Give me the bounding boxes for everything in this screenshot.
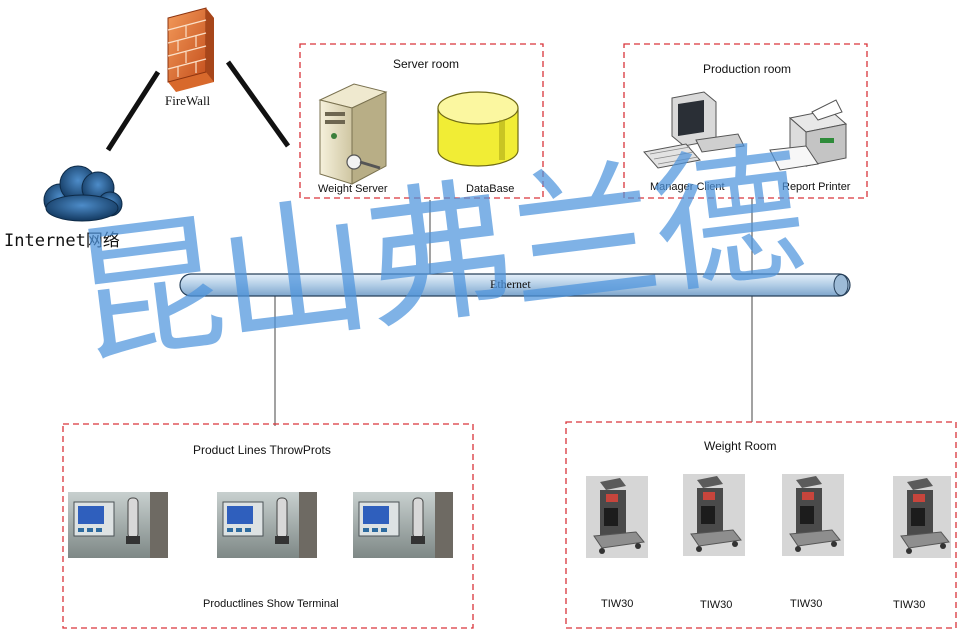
firewall-icon (167, 7, 214, 92)
server-room-box (299, 43, 544, 199)
internet-firewall-link (105, 70, 161, 152)
tiw30-label-1: TIW30 (601, 598, 634, 610)
terminal-photo-2 (217, 492, 317, 558)
terminal-photo-3 (353, 492, 453, 558)
production-room-box (623, 43, 868, 199)
tiw30-machine-2 (683, 474, 745, 556)
tiw30-label-2: TIW30 (700, 599, 733, 611)
database-label: DataBase (466, 183, 515, 195)
report-printer-label: Report Printer (782, 181, 851, 193)
product-lines-box (62, 423, 474, 629)
tiw30-machine-4 (893, 476, 951, 558)
firewall-server-link (225, 60, 291, 148)
product-lines-caption: Productlines Show Terminal (203, 598, 339, 610)
computer-icon (643, 91, 745, 169)
weight-room-box (565, 421, 957, 629)
printer-icon (769, 99, 848, 171)
tiw30-label-4: TIW30 (893, 599, 926, 611)
firewall-label: FireWall (165, 93, 211, 108)
cloud-icon (43, 165, 123, 222)
ethernet-bus (179, 273, 851, 297)
product-lines-title: Product Lines ThrowProts (193, 443, 331, 457)
weight-room-title: Weight Room (704, 439, 777, 453)
tiw30-machine-3 (782, 474, 844, 556)
manager-client-label: Manager Client (650, 181, 725, 193)
server-icon (318, 83, 388, 185)
internet-label: Internet网络 (4, 231, 120, 251)
tiw30-label-3: TIW30 (790, 598, 823, 610)
tiw30-machine-1 (586, 476, 648, 558)
server-room-title: Server room (393, 57, 460, 71)
database-icon (437, 91, 519, 167)
production-room-title: Production room (703, 62, 792, 76)
ethernet-label: Ethernet (490, 277, 531, 291)
weight-server-label: Weight Server (318, 183, 388, 195)
terminal-photo-1 (68, 492, 168, 558)
